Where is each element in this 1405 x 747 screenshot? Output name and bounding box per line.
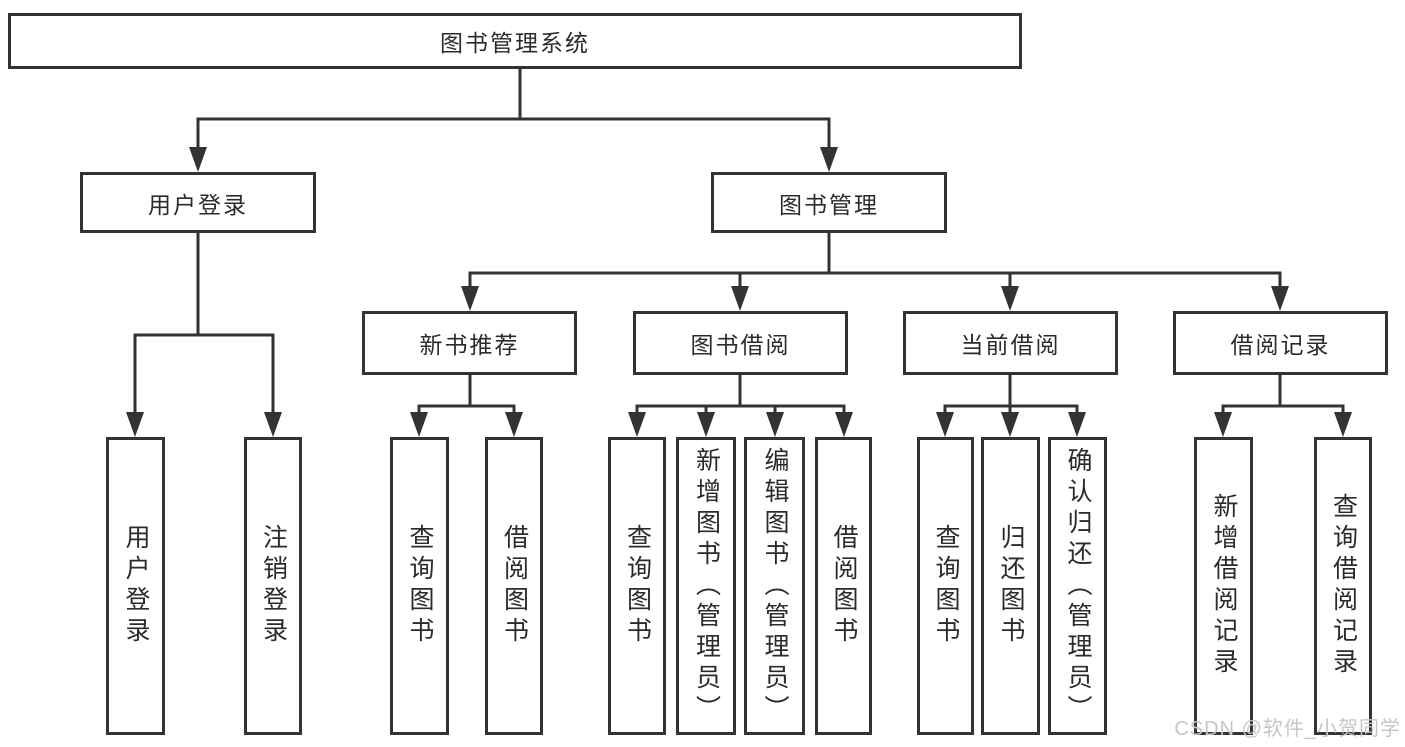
leaf-query-books-recommend: 查询图书 (390, 437, 449, 735)
node-label: 新增借阅记录 (1210, 493, 1238, 679)
node-root-library-system: 图书管理系统 (8, 13, 1022, 69)
arrowhead (1001, 286, 1019, 311)
node-current-borrow: 当前借阅 (903, 311, 1118, 375)
leaf-borrow-books: 借阅图书 (815, 437, 872, 735)
node-label: 查询借阅记录 (1329, 493, 1358, 679)
arrowhead (697, 412, 715, 437)
leaf-borrow-books-recommend: 借阅图书 (485, 437, 543, 735)
leaf-edit-books-admin: 编辑图书（管理员） (744, 437, 805, 735)
leaf-add-borrow-record: 新增借阅记录 (1194, 437, 1253, 735)
node-label: 借阅图书 (830, 524, 858, 648)
node-label: 确认归还（管理员） (1064, 446, 1092, 726)
leaf-return-books: 归还图书 (981, 437, 1040, 735)
node-book-borrow: 图书借阅 (633, 311, 848, 375)
node-book-management: 图书管理 (711, 172, 947, 233)
arrowhead (126, 412, 144, 437)
leaf-query-books-current: 查询图书 (917, 437, 974, 735)
node-label: 注销登录 (259, 524, 288, 648)
arrowhead (189, 147, 207, 172)
leaf-confirm-return-admin: 确认归还（管理员） (1048, 437, 1107, 735)
node-label: 归还图书 (997, 524, 1025, 648)
arrowhead (264, 412, 282, 437)
arrowhead (1334, 412, 1352, 437)
node-label: 查询图书 (932, 524, 960, 648)
arrowhead (628, 412, 646, 437)
arrowhead (766, 412, 784, 437)
leaf-add-books-admin: 新增图书（管理员） (676, 437, 736, 735)
node-borrow-records: 借阅记录 (1173, 311, 1388, 375)
arrowhead (936, 412, 954, 437)
leaf-query-borrow-record: 查询借阅记录 (1314, 437, 1372, 735)
node-label: 借阅图书 (500, 524, 529, 648)
node-label: 当前借阅 (960, 332, 1061, 358)
leaf-query-books-borrow: 查询图书 (608, 437, 666, 735)
node-label: 借阅记录 (1230, 332, 1331, 358)
leaf-logout: 注销登录 (244, 437, 302, 735)
node-label: 图书管理系统 (440, 30, 590, 56)
node-label: 查询图书 (406, 524, 434, 648)
arrowhead (410, 412, 428, 437)
arrowhead (820, 147, 838, 172)
node-label: 用户登录 (148, 191, 248, 218)
node-label: 图书管理 (779, 191, 879, 218)
arrowhead (461, 286, 479, 311)
node-label: 新增图书（管理员） (692, 446, 721, 726)
arrowhead (1271, 286, 1289, 311)
connector-path (133, 69, 1345, 413)
arrowhead (835, 412, 853, 437)
arrowhead (731, 286, 749, 311)
node-label: 编辑图书（管理员） (761, 446, 789, 726)
node-new-book-recommend: 新书推荐 (362, 311, 577, 375)
node-label: 新书推荐 (419, 332, 520, 358)
csdn-watermark: CSDN @软件_小贺同学 (1174, 718, 1401, 740)
arrowhead (1068, 412, 1086, 437)
leaf-user-login: 用户登录 (106, 437, 165, 735)
node-user-login: 用户登录 (80, 172, 316, 233)
arrowhead (1001, 412, 1019, 437)
node-label: 用户登录 (122, 524, 150, 648)
node-label: 查询图书 (623, 524, 652, 648)
node-label: 图书借阅 (690, 332, 791, 358)
arrowhead (1214, 412, 1232, 437)
arrowhead (505, 412, 523, 437)
